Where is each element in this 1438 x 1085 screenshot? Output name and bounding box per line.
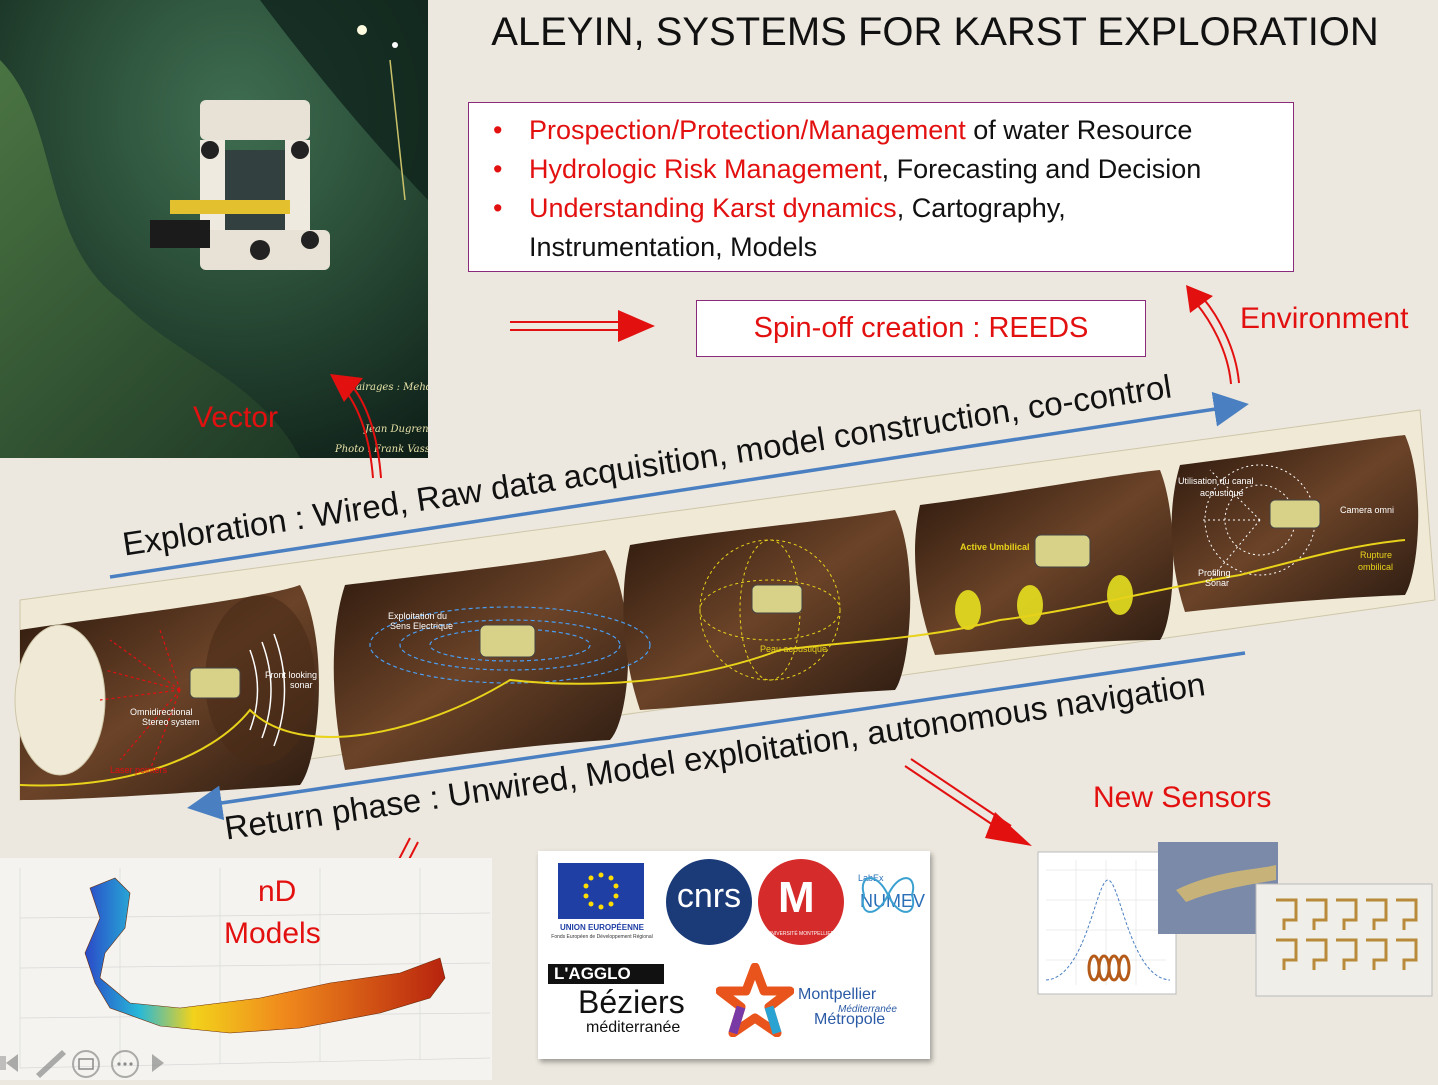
partner-logos: UNION EUROPÉENNE Fonds Européen de Dével…: [538, 851, 930, 1059]
beziers-text: Béziers: [578, 984, 685, 1020]
tunnel-label: Laser pointers: [110, 765, 168, 775]
goal-item: •Prospection/Protection/Management of wa…: [483, 111, 1273, 150]
pen-icon[interactable]: [36, 1050, 66, 1078]
eu-title: UNION EUROPÉENNE: [559, 923, 644, 932]
red-arrow-spinoff: [510, 310, 655, 342]
tunnel-label: Profiling: [1198, 568, 1231, 578]
montpellier-text: Montpellier: [798, 986, 877, 1003]
tunnel-label: Active Umbilical: [960, 542, 1030, 552]
tunnel-label: ombilical: [1358, 562, 1394, 572]
tunnel-label: acoustique: [1200, 488, 1244, 498]
tunnel-label: Peau acoustique: [760, 644, 828, 654]
tunnel-label: Omnidirectional: [130, 707, 193, 717]
university-text: UNIVERSITÉ MONTPELLIER: [767, 931, 835, 937]
beziers-sub-text: méditerranée: [586, 1019, 681, 1036]
more-options-icon[interactable]: [111, 1050, 139, 1078]
mediterranee-text: Méditerranée: [838, 1004, 897, 1015]
agglo-text: L'AGGLO: [548, 964, 664, 984]
laser-rays: [99, 629, 181, 771]
nd-label: nD: [258, 875, 297, 908]
tunnel-label: Rupture: [1360, 550, 1393, 560]
return-arrow: [187, 651, 1246, 821]
umbilical-cable: [19, 539, 1406, 787]
red-arrow-environment: [1186, 285, 1240, 385]
tunnel-segment-1: [14, 585, 319, 800]
next-arrow-icon[interactable]: [152, 1054, 164, 1072]
goals-box: •Prospection/Protection/Management of wa…: [468, 102, 1294, 272]
goal-item: •Understanding Karst dynamics, Cartograp…: [483, 189, 1273, 228]
tunnel-label: Exploitation du: [388, 611, 448, 621]
new-sensors-images: [1036, 840, 1436, 1000]
prev-arrow-icon[interactable]: [0, 1054, 18, 1072]
spinoff-box: Spin-off creation : REEDS: [696, 300, 1146, 357]
red-arrow-sensors: [904, 758, 1032, 846]
university-logo-icon: [758, 859, 844, 945]
vector-label: Vector: [193, 401, 279, 434]
goal-item: Instrumentation, Models: [529, 232, 818, 262]
red-arrow-vector: [330, 374, 382, 479]
tunnel-label: Utilisation du canal: [1178, 476, 1254, 486]
tunnel-label: Camera omni: [1340, 505, 1395, 515]
nd-models-plot: [0, 858, 492, 1080]
tunnel-label: Sens Electrique: [390, 621, 454, 631]
university-mark-icon: M: [778, 873, 815, 922]
robot-icon: [150, 100, 330, 270]
photo-credit-3: Photo : Frank Vasseur: [334, 444, 428, 455]
montpellier-star-icon: [716, 963, 794, 1037]
coil-icon: [1087, 954, 1131, 982]
bullet-icon: •: [493, 193, 503, 223]
eu-flag-icon: [558, 863, 644, 919]
numev-butterfly-icon: [861, 877, 915, 913]
electric-field: [369, 606, 651, 684]
goal-item: •Hydrologic Risk Management, Forecasting…: [483, 150, 1273, 189]
photo-credit-1: Eclairages : Mehdi Dighouth: [339, 382, 428, 393]
robot-icon: [189, 499, 1321, 699]
underwater-robot-photo: Eclairages : Mehdi Dighouth Jean Dugreno…: [0, 0, 428, 458]
environment-label: Environment: [1240, 302, 1409, 335]
tunnel-label: Sonar: [1205, 578, 1230, 588]
slides-icon[interactable]: [72, 1050, 100, 1078]
tunnel-label: Stereo system: [142, 717, 200, 727]
tunnel-label: sonar: [290, 680, 313, 690]
eu-subtitle: Fonds Européen de Développement Régional: [551, 934, 653, 940]
cnrs-logo-icon: [666, 859, 752, 945]
slide-toolbar: [0, 1046, 200, 1080]
new-sensors-label: New Sensors: [1093, 781, 1272, 814]
photo-credit-2: Jean Dugrenot: [363, 424, 428, 435]
bullet-icon: •: [493, 115, 503, 145]
exploration-arrow: [109, 391, 1249, 579]
metropole-text: Métropole: [814, 1011, 886, 1028]
tunnel-label: Front looking: [265, 670, 318, 680]
sonar-arcs: [249, 633, 286, 747]
cnrs-text: cnrs: [676, 877, 742, 915]
page-title: ALEYIN, SYSTEMS FOR KARST EXPLORATION: [491, 10, 1379, 54]
models-label: Models: [224, 917, 321, 950]
bullet-icon: •: [493, 154, 503, 184]
